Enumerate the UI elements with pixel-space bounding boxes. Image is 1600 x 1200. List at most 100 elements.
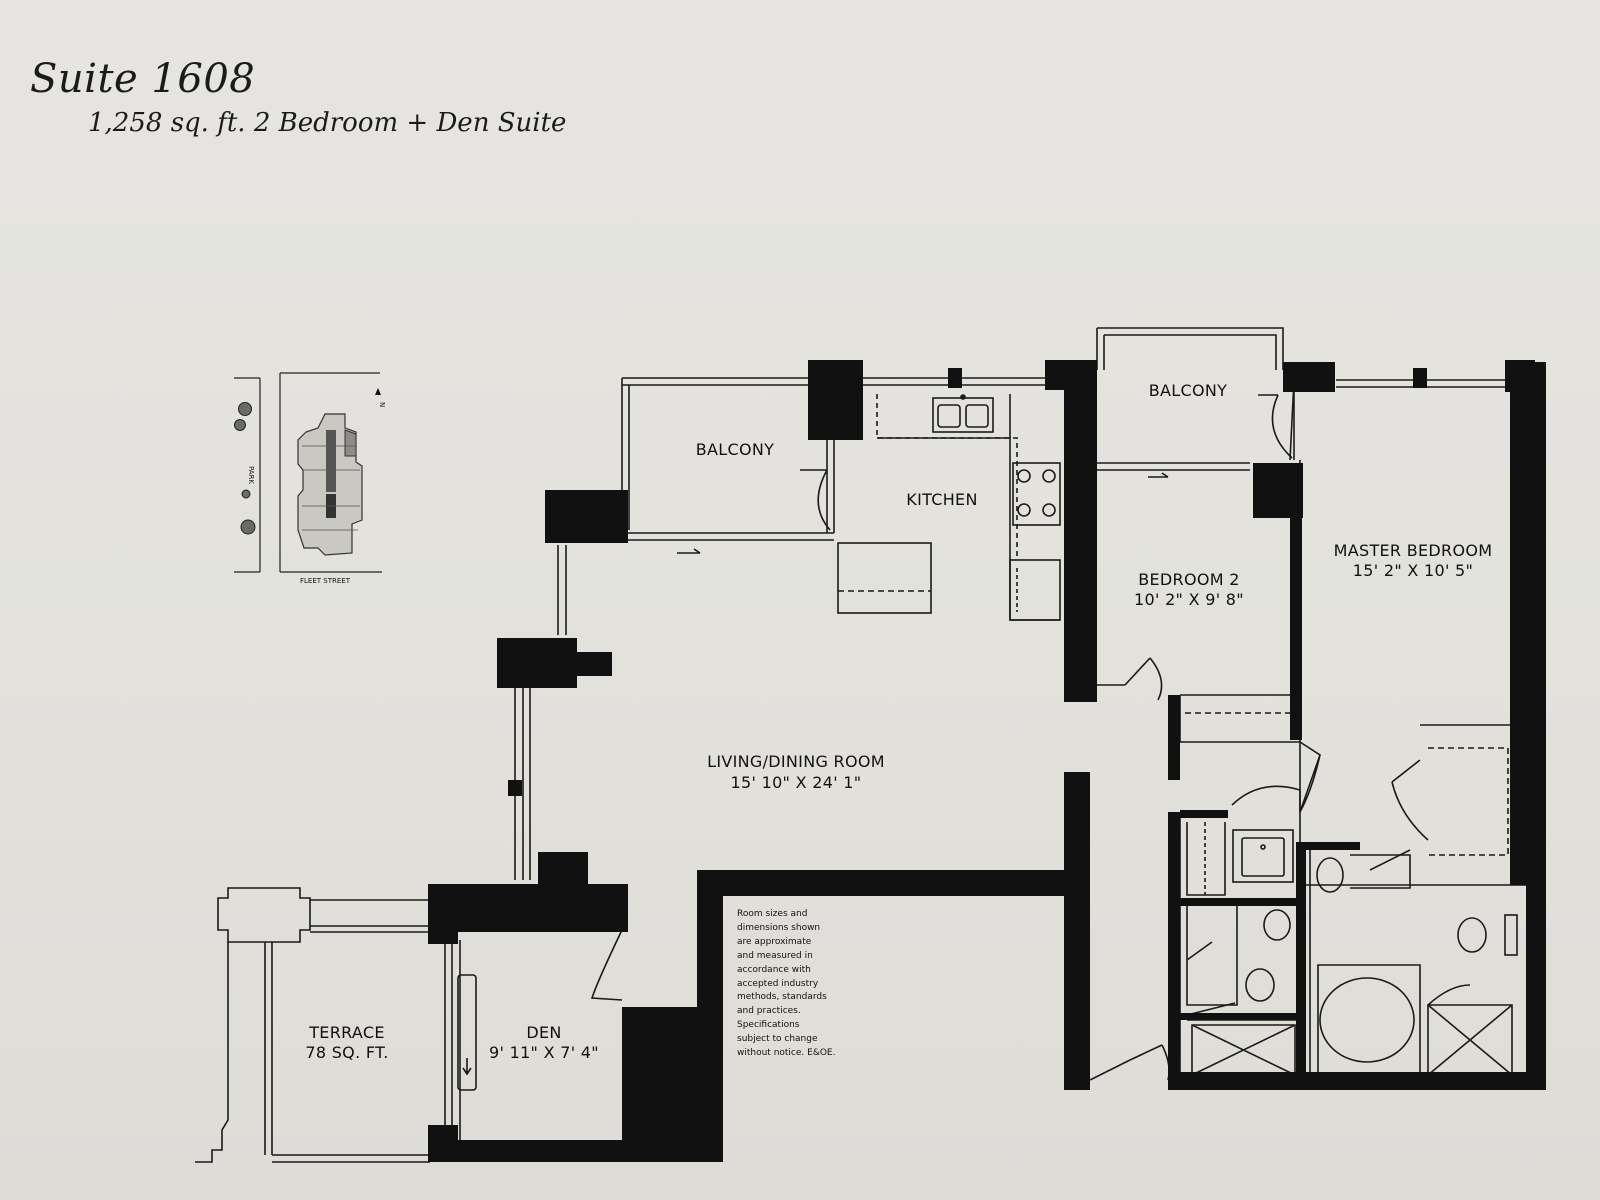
- wall: [1180, 810, 1228, 818]
- terrace-rail: [310, 899, 430, 933]
- toilet-icon: [1263, 909, 1291, 941]
- counter-outline: [877, 437, 1060, 621]
- wall: [1296, 842, 1306, 1072]
- living-dining-label: LIVING/DINING ROOM: [707, 752, 885, 771]
- burner-icon: [1042, 469, 1056, 483]
- park-label: PARK: [247, 466, 255, 484]
- tree-icon: [240, 519, 256, 535]
- building-core: [326, 430, 336, 492]
- terrace-label: TERRACE: [308, 1023, 385, 1042]
- terrace-size: 78 SQ. FT.: [305, 1043, 388, 1062]
- wall: [1300, 842, 1360, 850]
- wall: [1180, 1013, 1300, 1020]
- balcony-rail: [1103, 334, 1277, 370]
- column: [428, 884, 628, 932]
- den-label: DEN: [526, 1023, 561, 1042]
- washer-dryer-icon: [1260, 844, 1266, 850]
- faucet-icon: [960, 394, 966, 400]
- north-arrow-icon: [375, 388, 381, 395]
- balcony-bedroom-label: BALCONY: [1149, 381, 1227, 400]
- room-labels: BALCONY BALCONY KITCHEN BEDROOM 2 10' 2"…: [305, 381, 1492, 1062]
- wall: [1290, 470, 1302, 740]
- master-bedroom-label: MASTER BEDROOM: [1334, 541, 1493, 560]
- door-swing: [1231, 785, 1301, 812]
- door-swing: [1186, 941, 1213, 961]
- door-swing: [1258, 394, 1293, 459]
- shower-icon: [1427, 1004, 1513, 1076]
- den-shelf: [457, 974, 477, 1091]
- toilet-tank-icon: [1504, 914, 1518, 956]
- column: [808, 360, 863, 440]
- column: [622, 1007, 697, 1160]
- door-swing: [1089, 1044, 1170, 1081]
- disclaimer-line: and practices.: [737, 1006, 801, 1017]
- suite-title: Suite 1608: [30, 56, 256, 102]
- door-swing: [1299, 741, 1321, 813]
- disclaimer-line: methods, standards: [737, 992, 827, 1003]
- disclaimer-line: without notice. E&OE.: [737, 1048, 836, 1059]
- key-plan: N PARK FLEET STREET: [234, 372, 386, 585]
- kitchen-label: KITCHEN: [906, 490, 977, 509]
- disclaimer-line: accordance with: [737, 964, 811, 975]
- tree-icon: [238, 402, 252, 416]
- cooktop-icon: [1012, 462, 1061, 526]
- door-swing: [1391, 759, 1429, 841]
- wall: [1064, 772, 1090, 1090]
- bedroom2-size: 10' 2" X 9' 8": [1134, 590, 1244, 609]
- door-swing: [590, 929, 623, 1001]
- disclaimer-line: and measured in: [737, 950, 813, 961]
- burner-icon: [1042, 503, 1056, 517]
- slider-arrow-icon: [462, 1058, 472, 1076]
- terrace-edge: [195, 942, 229, 1163]
- disclaimer-line: Room sizes and: [737, 909, 808, 919]
- wall-line: [1179, 815, 1300, 1081]
- bathtub-icon: [1319, 977, 1415, 1063]
- wall: [1168, 695, 1180, 780]
- column: [545, 490, 628, 543]
- shower-icon: [1191, 1024, 1296, 1076]
- terrace-rail: [272, 1154, 430, 1163]
- disclaimer-line: subject to change: [737, 1034, 818, 1045]
- tree-icon: [234, 419, 246, 431]
- closet-shelf: [1428, 747, 1509, 856]
- door-swing: [800, 469, 831, 531]
- terrace-planter: [217, 887, 311, 943]
- door-swing: [1369, 849, 1411, 871]
- closet-outline: [1179, 695, 1300, 743]
- toilet-icon: [1316, 857, 1344, 893]
- disclaimer-line: are approximate: [737, 936, 812, 947]
- den-size: 9' 11" X 7' 4": [489, 1043, 599, 1062]
- wall: [1180, 898, 1300, 906]
- disclaimer-line: dimensions shown: [737, 922, 821, 933]
- counter-outline: [876, 394, 1018, 560]
- washer-dryer-icon: [1232, 829, 1294, 883]
- wall: [697, 870, 723, 1160]
- door-swing: [1090, 657, 1163, 701]
- fridge-icon: [1009, 559, 1061, 621]
- wall: [428, 932, 458, 944]
- disclaimer-line: accepted industry: [737, 978, 819, 989]
- burner-icon: [1017, 503, 1031, 517]
- bedroom2-label: BEDROOM 2: [1138, 570, 1239, 589]
- plan-linework: [195, 327, 1535, 1163]
- sink-basin-icon: [937, 404, 961, 428]
- sink-icon: [1245, 968, 1275, 1002]
- disclaimer-note: Room sizes and dimensions shown are appr…: [737, 908, 847, 1061]
- suite-location-highlight: [344, 429, 357, 457]
- column: [1283, 362, 1335, 392]
- bathtub-icon: [1317, 964, 1421, 1076]
- toilet-icon: [1457, 917, 1487, 953]
- ensuite-tile-area: [1350, 854, 1411, 889]
- column: [1413, 368, 1427, 388]
- slider-arrow-icon: [1148, 472, 1169, 478]
- wall: [1168, 1072, 1546, 1090]
- column: [948, 368, 962, 388]
- street-label: FLEET STREET: [300, 577, 351, 585]
- master-bedroom-size: 15' 2" X 10' 5": [1353, 561, 1473, 580]
- column: [575, 652, 612, 676]
- living-dining-size: 15' 10" X 24' 1": [731, 773, 862, 792]
- wall: [428, 1140, 723, 1162]
- slider-arrow-icon: [677, 548, 701, 554]
- wall: [697, 870, 1067, 896]
